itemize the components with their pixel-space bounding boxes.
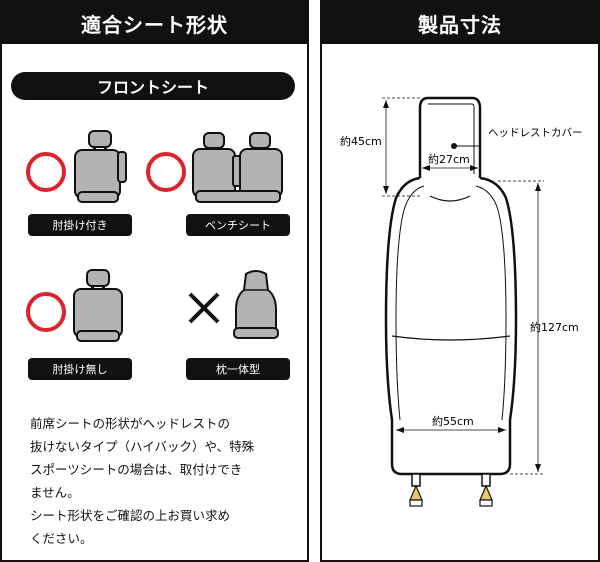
seat-type-label: 肘掛け付き: [28, 214, 132, 236]
dim-total-height: 約127cm: [530, 320, 579, 334]
note-line: 抜けないタイプ（ハイバック）や、特殊: [30, 439, 255, 454]
ok-ring-icon: [146, 152, 186, 192]
dimension-diagram: ヘッドレストカバー 約45cm 約27cm 約127cm 約55cm: [340, 96, 583, 507]
panel-title: 製品寸法: [322, 2, 598, 44]
dim-headrest-width: 約27cm: [428, 152, 470, 166]
note-line: 前席シートの形状がヘッドレストの: [30, 416, 231, 431]
ok-ring-icon: [26, 292, 66, 332]
headrest-label: ヘッドレストカバー: [488, 127, 583, 139]
seat-highback-icon: [233, 270, 279, 339]
dim-headrest-height: 約45cm: [340, 134, 382, 148]
seat-armrest-icon: [74, 130, 127, 203]
compatibility-note: 前席シートの形状がヘッドレストの 抜けないタイプ（ハイバック）や、特殊 スポーツ…: [30, 412, 292, 550]
panel-title: 適合シート形状: [2, 2, 307, 44]
section-title: フロントシート: [11, 72, 295, 100]
dim-body-width: 約55cm: [432, 414, 474, 428]
seat-bench-icon: [192, 132, 283, 203]
note-line: スポーツシートの場合は、取付けでき: [30, 462, 243, 477]
seat-cover-outline: [384, 176, 518, 476]
seat-no-armrest-icon: [73, 269, 123, 342]
ng-cross-icon: [188, 292, 220, 324]
ok-ring-icon: [26, 152, 66, 192]
note-line: ください。: [30, 531, 93, 546]
note-line: シート形状をご確認の上お買い求め: [30, 508, 231, 523]
seat-type-label: 肘掛け無し: [28, 358, 132, 380]
seat-type-label: ベンチシート: [186, 214, 290, 236]
note-line: ません。: [30, 485, 80, 500]
seat-type-label: 枕一体型: [186, 358, 290, 380]
